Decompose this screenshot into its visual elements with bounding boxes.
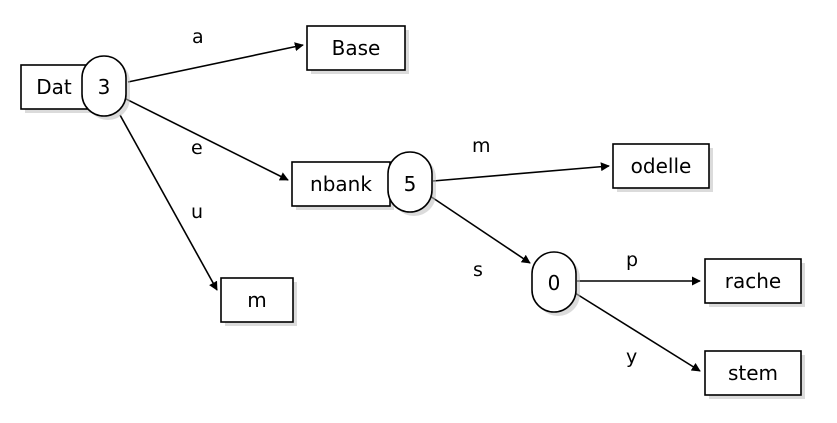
edge-label-y: y [626, 346, 637, 368]
node-odelle: odelle [612, 143, 713, 192]
node-base-label: Base [332, 36, 381, 60]
node-nbank-label: nbank [310, 172, 372, 196]
node-rache: rache [704, 258, 805, 307]
node-dat: Dat 3 [20, 55, 130, 120]
node-m: m [220, 277, 297, 326]
edge-dat-nbank [123, 97, 289, 181]
node-nbank-count: 5 [404, 172, 417, 196]
node-nbank: nbank 5 [291, 151, 436, 216]
edge-dat-m [119, 114, 218, 291]
edge-0-stem [574, 292, 701, 372]
node-stem: stem [704, 350, 805, 399]
edge-label-s: s [473, 259, 483, 281]
edge-label-m: m [472, 135, 491, 157]
node-dat-count: 3 [98, 75, 111, 99]
edge-labels: a e u m s p y [191, 26, 638, 368]
node-rache-label: rache [725, 269, 781, 293]
node-s-count: 0 [548, 271, 561, 295]
edge-nbank-odelle [432, 162, 610, 182]
edge-label-u: u [191, 201, 203, 223]
edge-label-a: a [192, 26, 204, 48]
edge-label-e: e [191, 137, 203, 159]
edge-label-p: p [626, 249, 638, 271]
node-s: 0 [531, 251, 580, 316]
node-base: Base [306, 25, 409, 74]
edge-nbank-0 [429, 195, 531, 264]
node-m-label: m [247, 288, 266, 312]
edge-dat-base [127, 42, 304, 83]
node-dat-label: Dat [36, 75, 72, 99]
node-stem-label: stem [728, 361, 778, 385]
edges [119, 42, 701, 372]
node-odelle-label: odelle [631, 154, 692, 178]
